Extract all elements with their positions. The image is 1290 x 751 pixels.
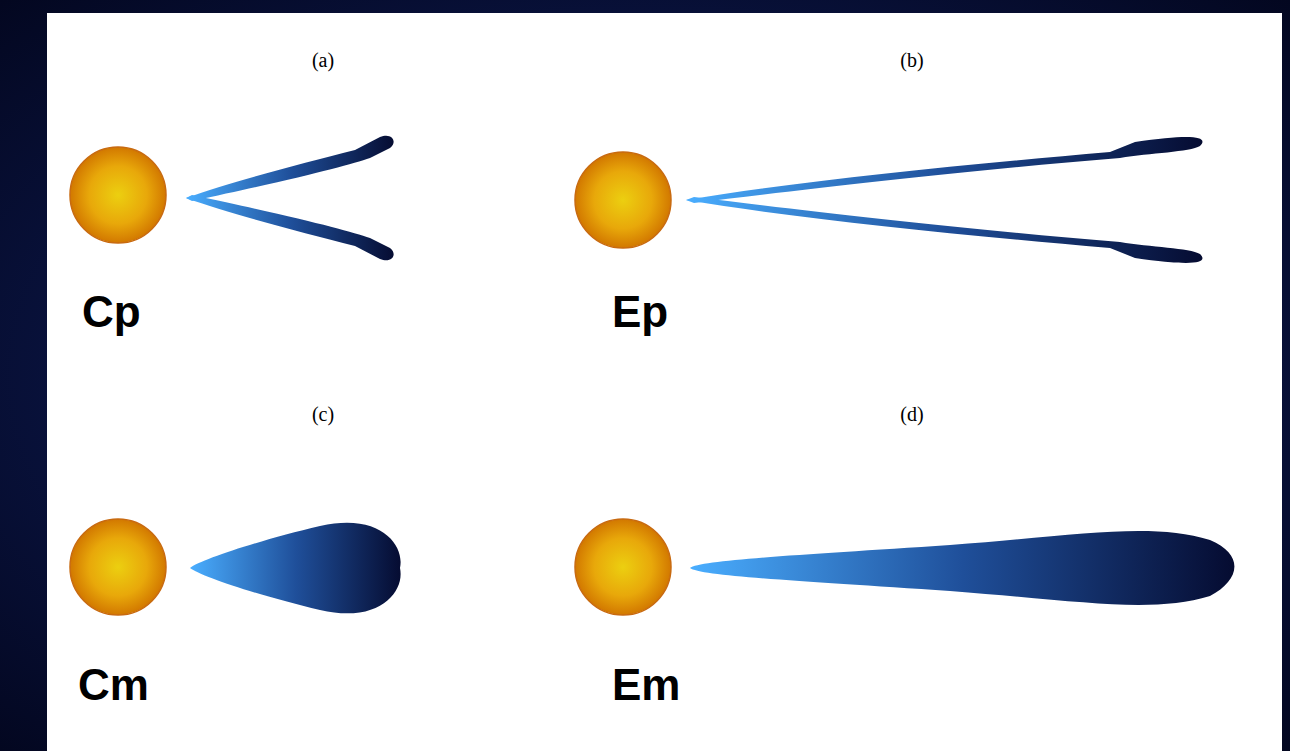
panel-label: Ep	[612, 290, 668, 334]
outflow-lobe	[190, 523, 401, 614]
star	[70, 519, 166, 615]
panel-letter: (a)	[312, 50, 334, 70]
outflow-lobe	[690, 531, 1234, 605]
panel-letter: (c)	[312, 404, 334, 424]
outflow-arm	[186, 195, 394, 260]
star	[70, 147, 166, 243]
panel-letter: (b)	[900, 50, 923, 70]
outflow-arm	[686, 137, 1202, 203]
star	[575, 519, 671, 615]
outflow-arm	[686, 197, 1202, 263]
panel-letter: (d)	[900, 404, 923, 424]
panel-label: Em	[612, 663, 680, 707]
star	[575, 152, 671, 248]
white-panel	[47, 13, 1282, 751]
outflow-arm	[186, 136, 394, 201]
panel-label: Cp	[82, 290, 141, 334]
panel-label: Cm	[78, 663, 149, 707]
